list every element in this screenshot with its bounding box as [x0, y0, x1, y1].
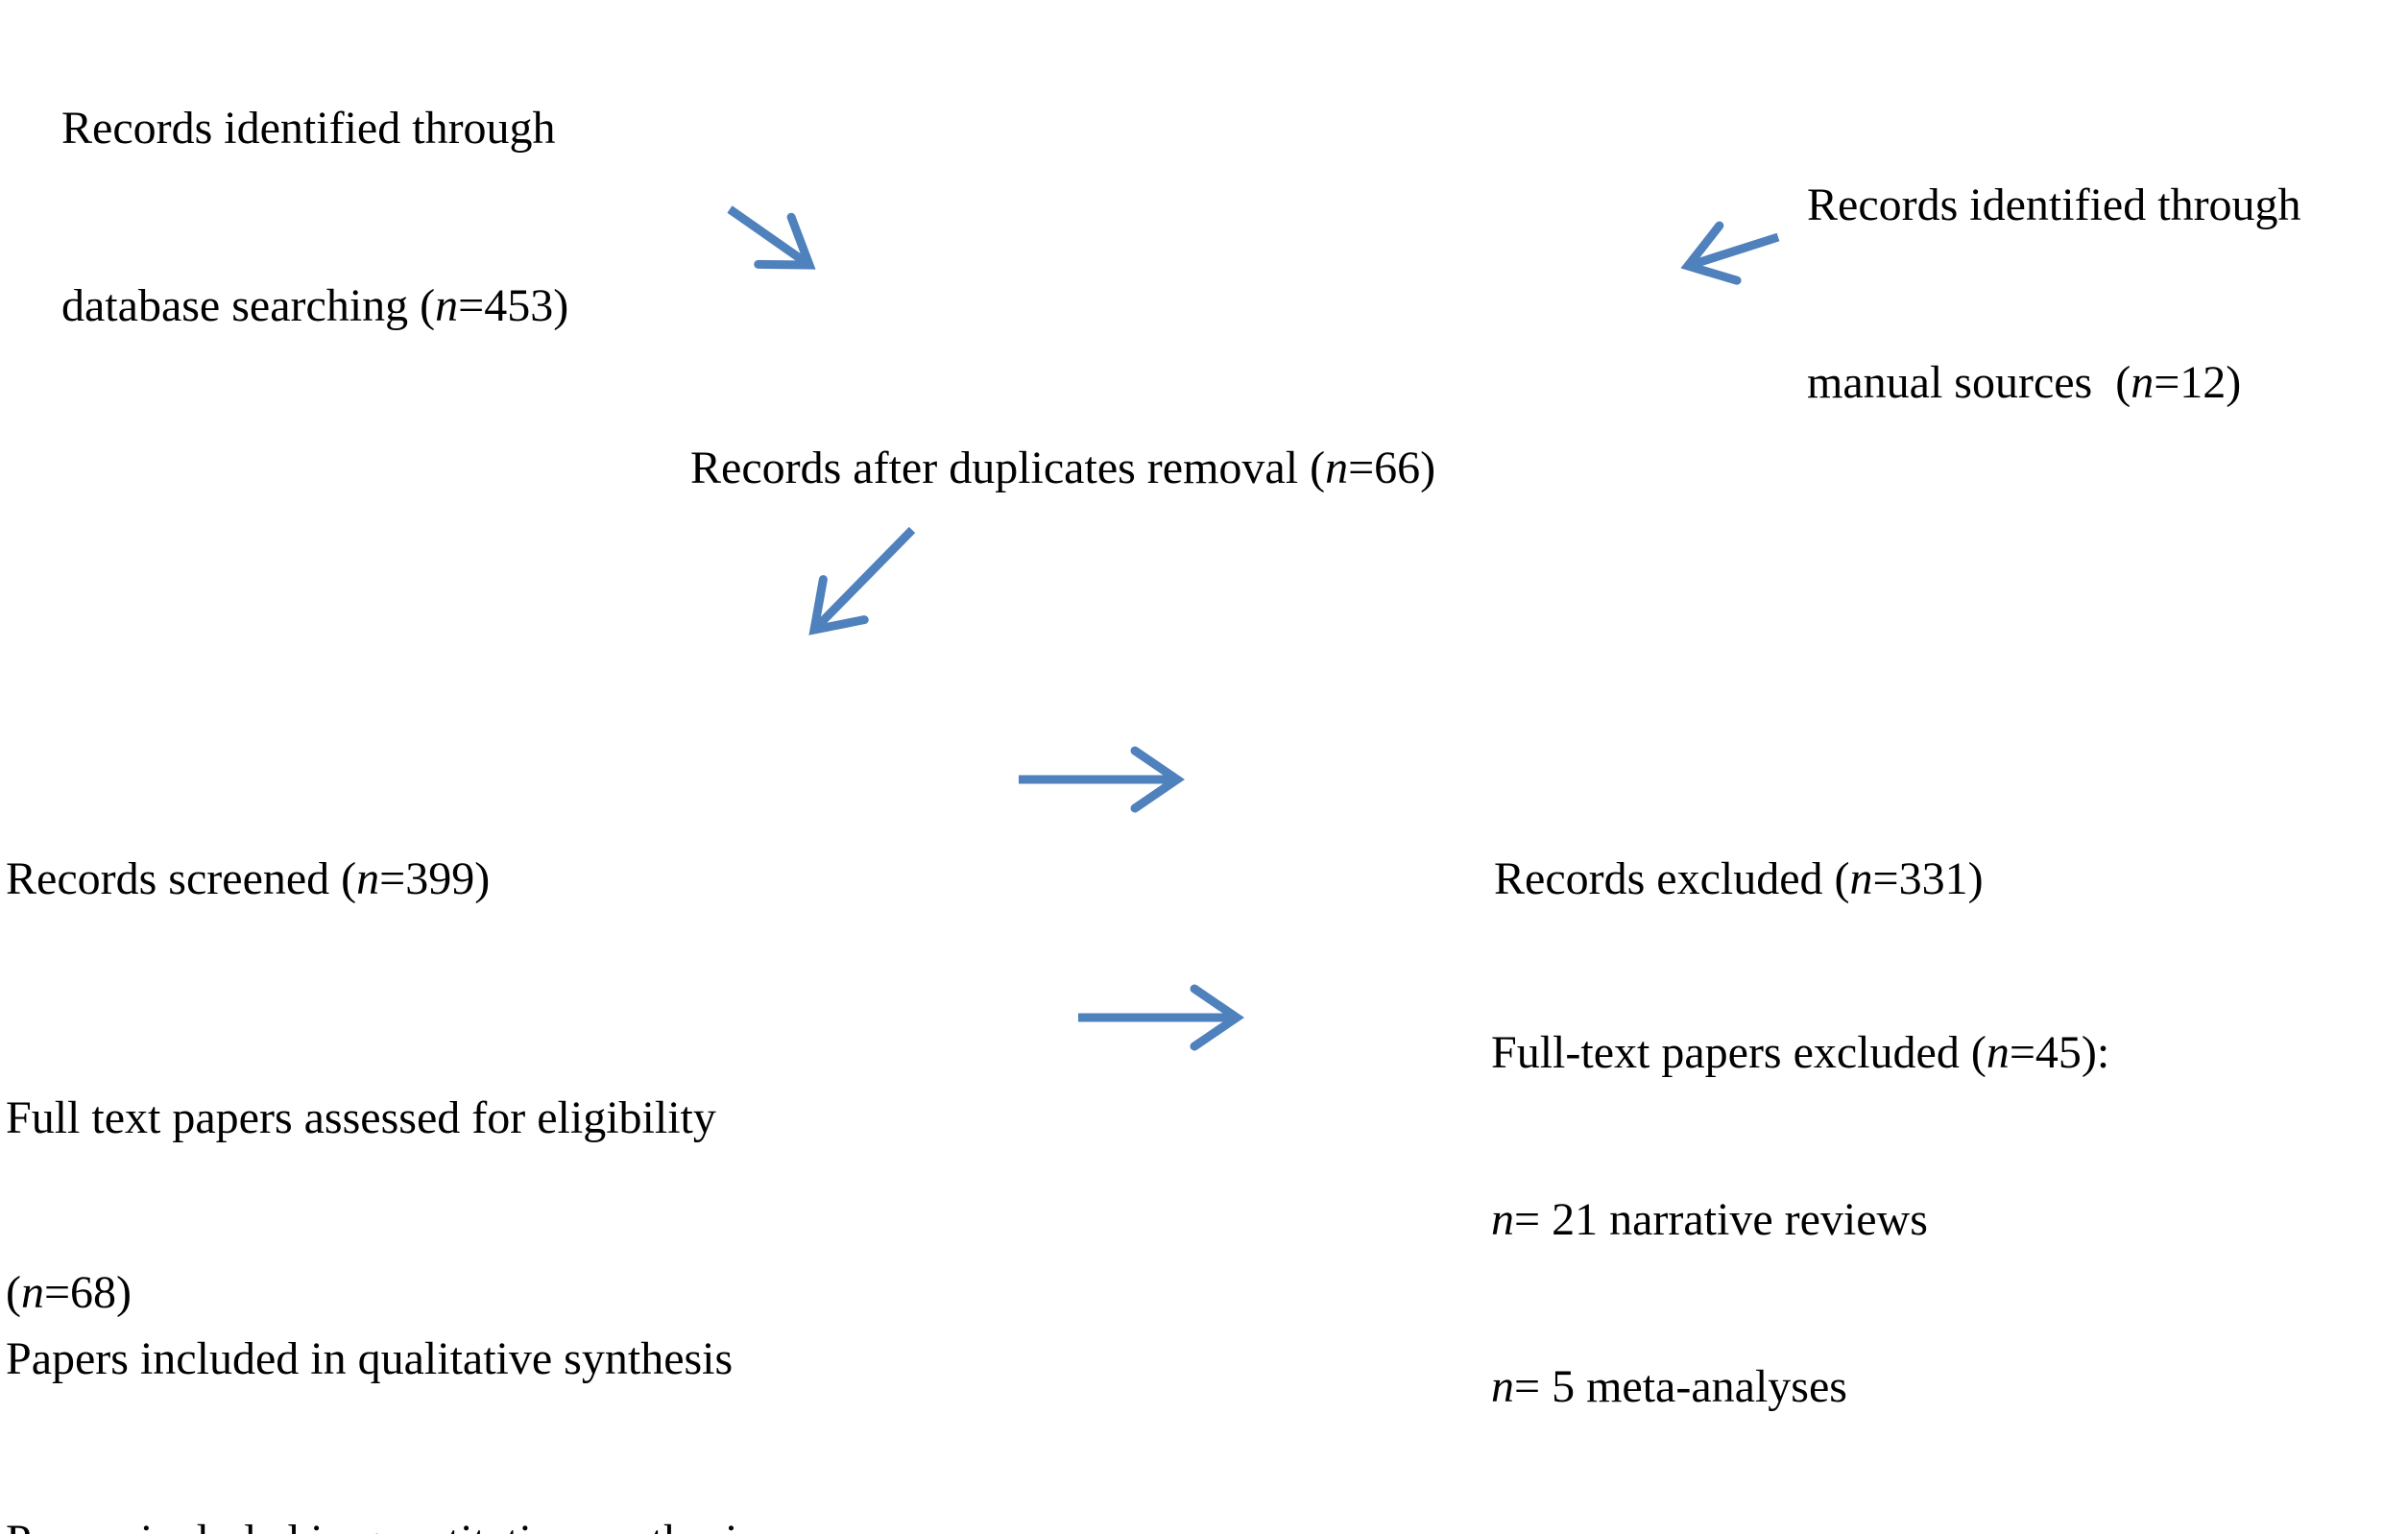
- node-manual-sources: Records identified through manual source…: [1807, 63, 2301, 524]
- node-manual-sources-line1: Records identified through: [1807, 180, 2301, 230]
- node-fulltext-excluded-header: Full-text papers excluded (n=45):: [1491, 1027, 2110, 1078]
- node-fulltext-assessed: Full text papers assessed for eligibilit…: [6, 978, 716, 1433]
- node-quantitative-synthesis: Papers included in quantitative synthesi…: [6, 1403, 756, 1534]
- node-records-screened: Records screened (n=399): [6, 743, 490, 1016]
- node-qualitative-synthesis: Papers included in qualitative synthesis: [6, 1223, 733, 1496]
- node-fulltext-excluded-item-meta-analyses: n= 5 meta-analyses: [1491, 1361, 1847, 1412]
- node-database-search: Records identified through database sear…: [61, 0, 568, 447]
- node-manual-sources-line2: manual sources (n=12): [1807, 357, 2242, 408]
- node-database-search-line1: Records identified through: [61, 103, 556, 154]
- node-records-excluded: Records excluded (n=331): [1494, 743, 1984, 1016]
- node-fulltext-excluded-item-letters: n= 3 Letters to the Editors: [1491, 1523, 2109, 1534]
- node-duplicates-removed-line1: Records after duplicates removal (n=66): [690, 443, 1436, 493]
- node-qualitative-synthesis-line1: Papers included in qualitative synthesis: [6, 1333, 734, 1384]
- node-quantitative-synthesis-line1: Papers included in quantitative synthesi…: [6, 1509, 756, 1534]
- node-fulltext-assessed-line2: (n=68): [6, 1267, 132, 1318]
- database-to-dedup-arrow: [727, 205, 816, 270]
- node-fulltext-assessed-line1: Full text papers assessed for eligibilit…: [6, 1092, 716, 1143]
- node-duplicates-removed: Records after duplicates removal (n=66): [690, 332, 1435, 605]
- manual-to-dedup-arrow: [1680, 221, 1780, 285]
- node-records-screened-line1: Records screened (n=399): [6, 853, 491, 904]
- node-fulltext-excluded: Full-text papers excluded (n=45): n= 21 …: [1491, 917, 2109, 1534]
- node-records-excluded-line1: Records excluded (n=331): [1494, 853, 1984, 904]
- node-database-search-line2: database searching (n=453): [61, 280, 569, 331]
- node-fulltext-excluded-item-narrative-reviews: n= 21 narrative reviews: [1491, 1194, 1928, 1245]
